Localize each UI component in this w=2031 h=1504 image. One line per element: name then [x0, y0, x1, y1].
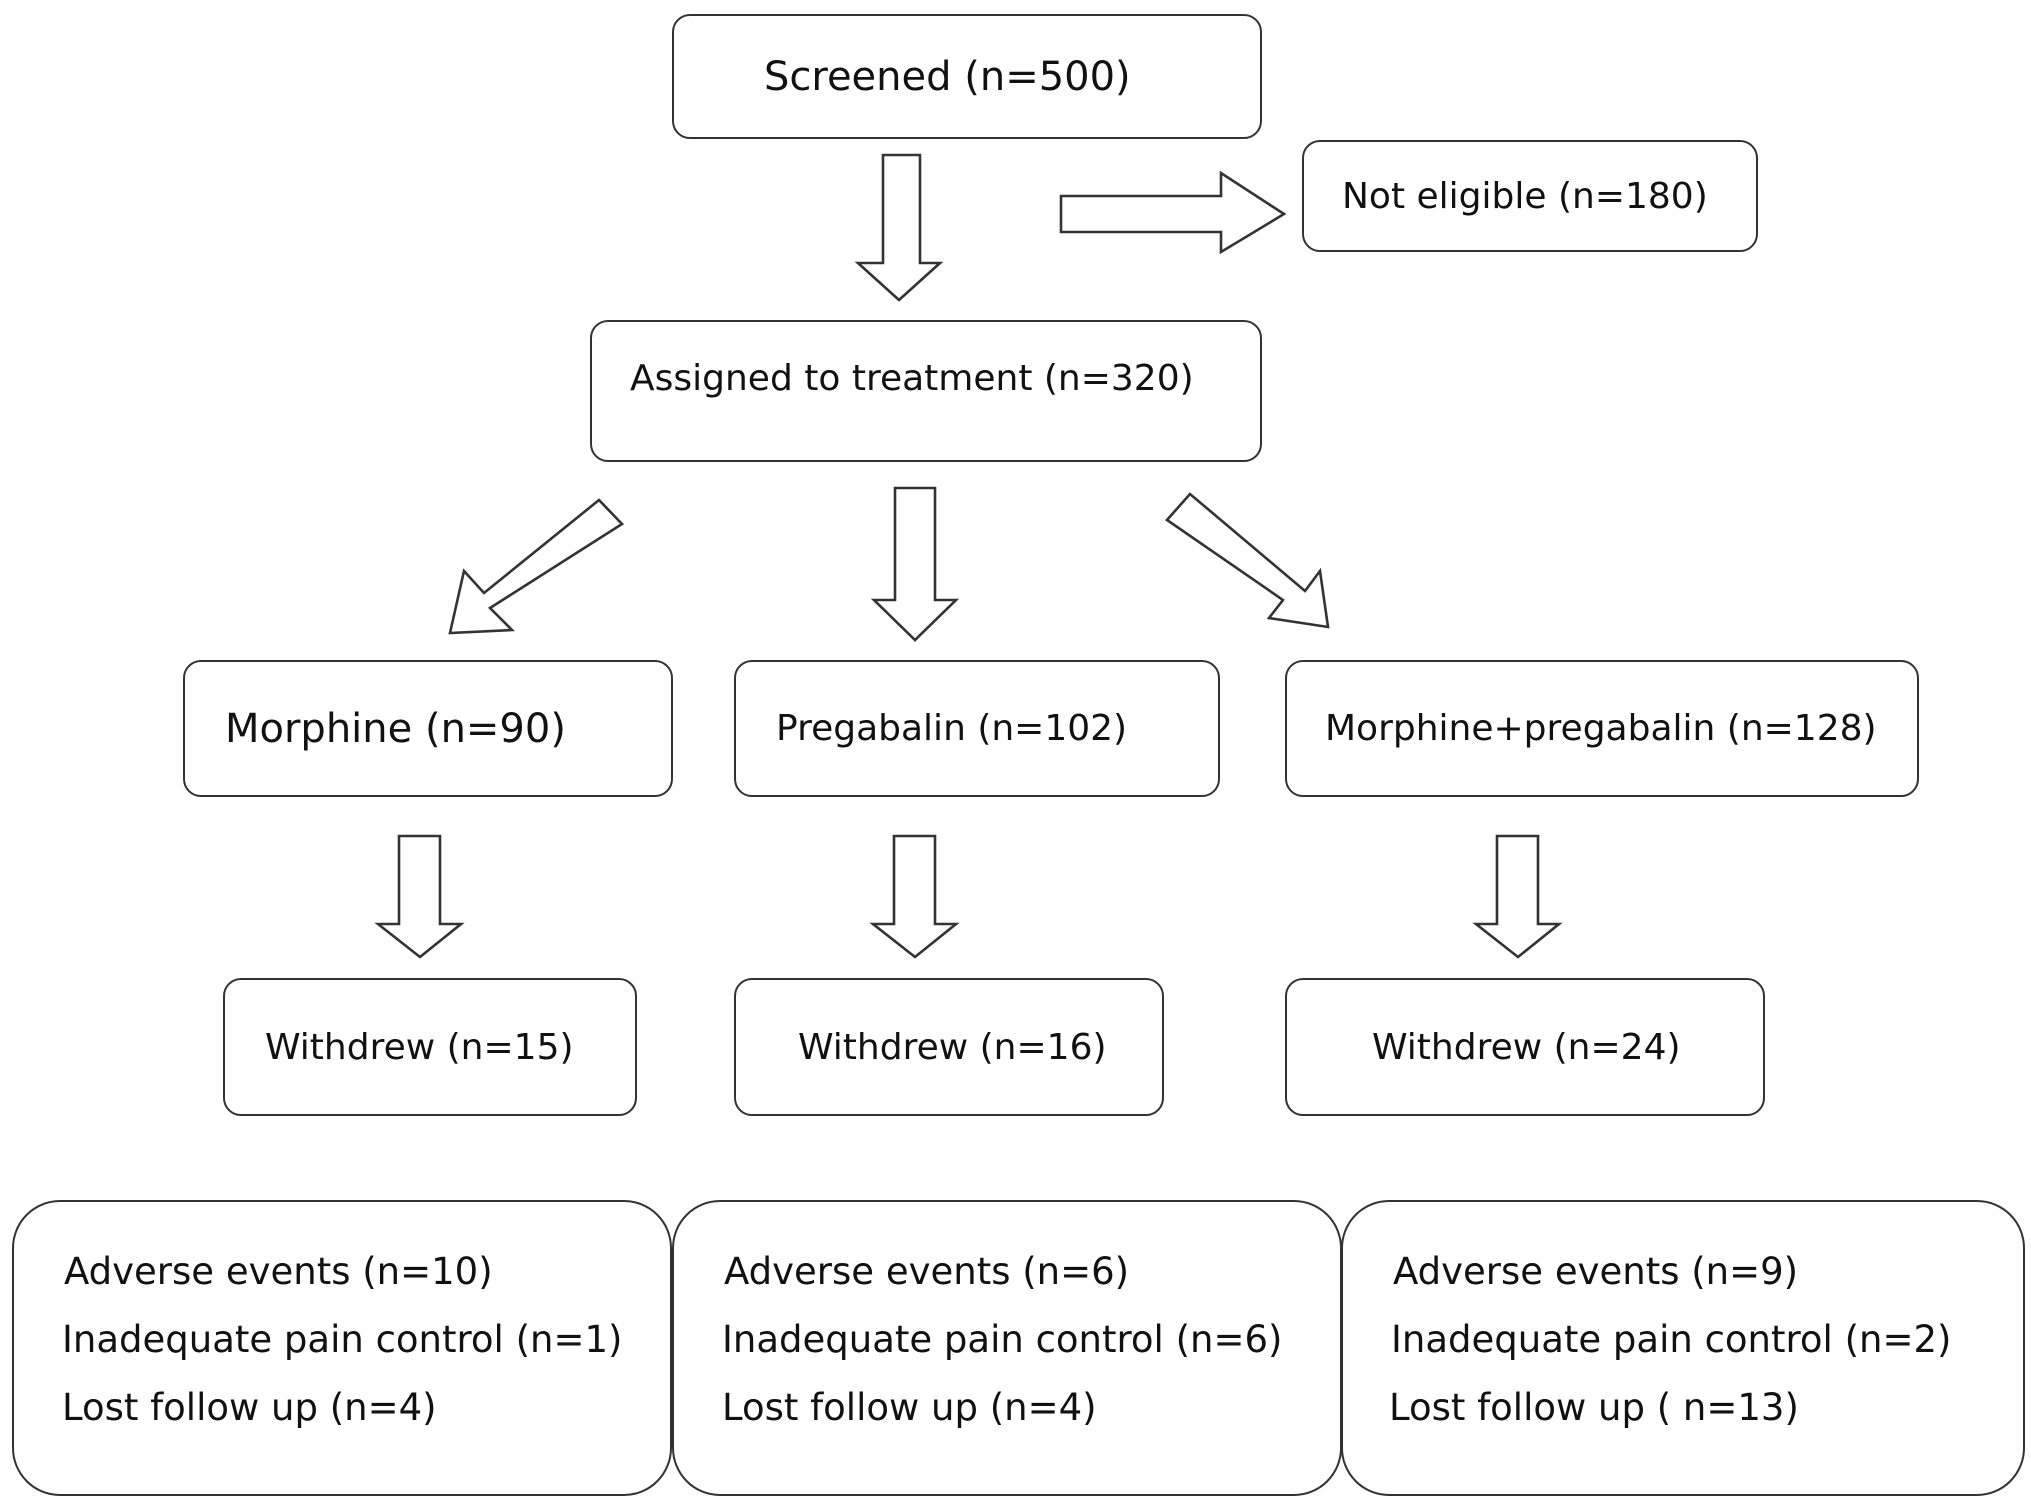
- assigned-label: Assigned to treatment (n=320): [630, 358, 1194, 399]
- group-box-combo: Morphine+pregabalin (n=128): [1285, 660, 1919, 797]
- assigned-box: Assigned to treatment (n=320): [590, 320, 1262, 462]
- reason-lost-follow-up: Lost follow up (n=4): [62, 1386, 437, 1429]
- reason-inadequate-pain-control: Inadequate pain control (n=1): [62, 1318, 623, 1361]
- reason-lost-follow-up: Lost follow up ( n=13): [1389, 1386, 1799, 1429]
- arrow-assigned-to-pregabalin: [870, 486, 960, 642]
- not-eligible-box: Not eligible (n=180): [1302, 140, 1758, 252]
- arrow-to-not-eligible: [1059, 170, 1287, 255]
- reasons-box-combo: Adverse events (n=9) Inadequate pain con…: [1341, 1200, 2025, 1496]
- group-label-combo: Morphine+pregabalin (n=128): [1325, 708, 1877, 749]
- withdrew-label-combo: Withdrew (n=24): [1372, 1026, 1681, 1068]
- withdrew-box-morphine: Withdrew (n=15): [223, 978, 637, 1116]
- arrow-pregabalin-to-withdrew: [869, 834, 960, 959]
- reason-adverse-events: Adverse events (n=9): [1393, 1250, 1799, 1293]
- group-label-pregabalin: Pregabalin (n=102): [776, 708, 1128, 749]
- withdrew-label-pregabalin: Withdrew (n=16): [798, 1026, 1107, 1068]
- reason-adverse-events: Adverse events (n=6): [724, 1250, 1130, 1293]
- arrow-combo-to-withdrew: [1472, 834, 1563, 959]
- arrow-screened-to-assigned: [854, 153, 944, 302]
- group-label-morphine: Morphine (n=90): [225, 705, 566, 752]
- reason-inadequate-pain-control: Inadequate pain control (n=6): [722, 1318, 1283, 1361]
- arrow-assigned-to-combo: [1165, 492, 1330, 629]
- group-box-morphine: Morphine (n=90): [183, 660, 673, 797]
- reason-lost-follow-up: Lost follow up (n=4): [722, 1386, 1097, 1429]
- withdrew-box-pregabalin: Withdrew (n=16): [734, 978, 1164, 1116]
- withdrew-label-morphine: Withdrew (n=15): [265, 1026, 574, 1068]
- screened-box: Screened (n=500): [672, 14, 1262, 139]
- reason-adverse-events: Adverse events (n=10): [64, 1250, 493, 1293]
- reasons-box-morphine: Adverse events (n=10) Inadequate pain co…: [12, 1200, 672, 1496]
- withdrew-box-combo: Withdrew (n=24): [1285, 978, 1765, 1116]
- arrow-assigned-to-morphine: [448, 498, 625, 635]
- not-eligible-label: Not eligible (n=180): [1342, 175, 1708, 217]
- reasons-box-pregabalin: Adverse events (n=6) Inadequate pain con…: [672, 1200, 1342, 1496]
- arrow-morphine-to-withdrew: [374, 834, 465, 959]
- group-box-pregabalin: Pregabalin (n=102): [734, 660, 1220, 797]
- screened-label: Screened (n=500): [764, 53, 1131, 100]
- reason-inadequate-pain-control: Inadequate pain control (n=2): [1391, 1318, 1952, 1361]
